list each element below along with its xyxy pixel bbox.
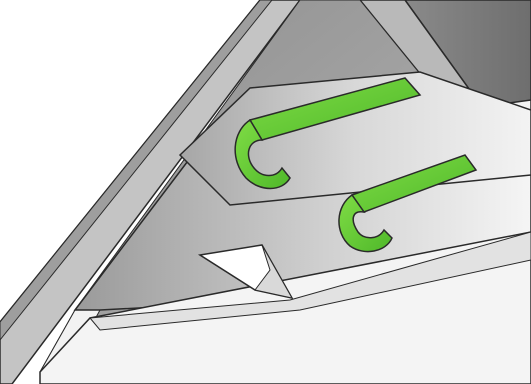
diagram-canvas	[0, 0, 531, 384]
roof-underlayment-diagram	[0, 0, 531, 384]
